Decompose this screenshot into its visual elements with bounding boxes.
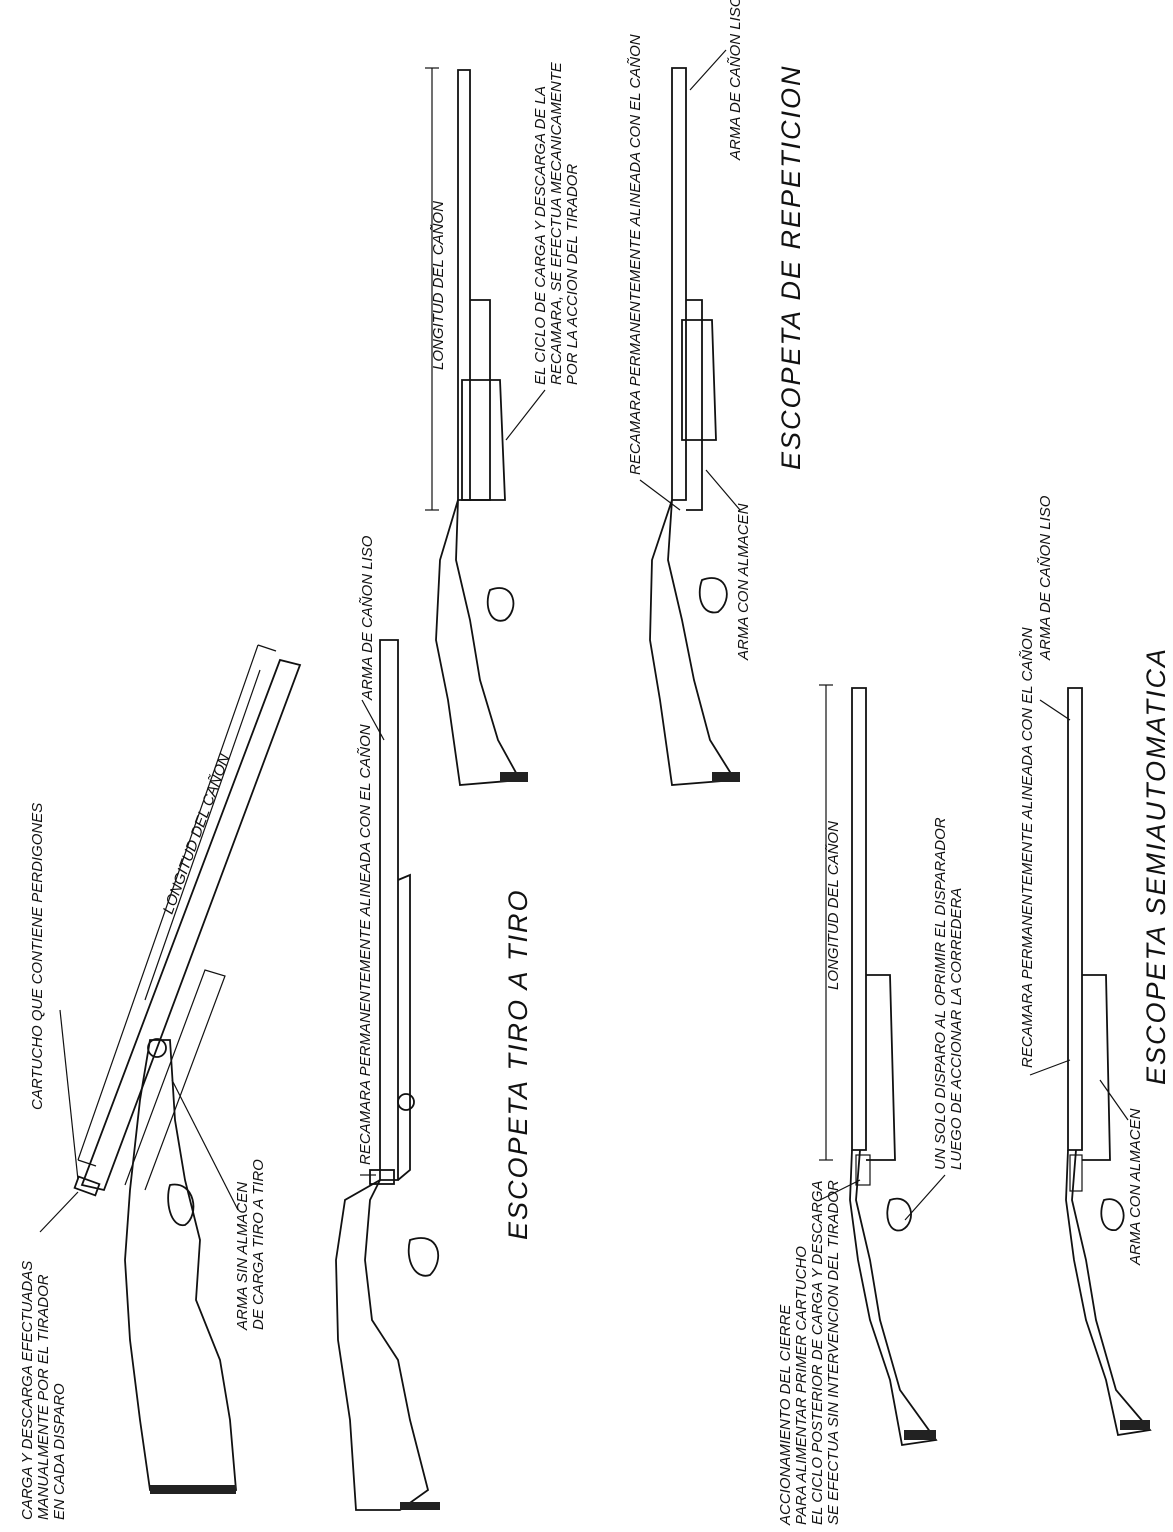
gun-semi-a [849, 687, 938, 1447]
title-tiro-a-tiro: ESCOPETA TIRO A TIRO [503, 888, 533, 1240]
label-almacen-semi: ARMA CON ALMACEN [1127, 1108, 1144, 1266]
leader-disparo [904, 1174, 946, 1221]
leader-accion [819, 1179, 861, 1201]
label-accionamiento: ACCIONAMIENTO DEL CIERRE PARA ALIMENTAR … [777, 1177, 842, 1526]
leader-liso-rep [689, 49, 727, 91]
leader-cartucho [59, 1009, 79, 1181]
label-ciclo-carga: EL CICLO DE CARGA Y DESCARGA DE LA RECAM… [532, 58, 581, 385]
leader-recamara-rep [639, 479, 681, 511]
label-recamara-rep: RECAMARA PERMANENTEMENTE ALINEADA CON EL… [627, 34, 644, 475]
label-liso-rep: ARMA DE CAÑON LISO [727, 0, 744, 161]
leader-liso-semi [1039, 699, 1071, 721]
gun-repeticion-a [435, 69, 528, 786]
gun-semi-b [1065, 687, 1152, 1437]
longitud-bracket-semi [819, 684, 833, 1161]
label-almacen-rep: ARMA CON ALMACEN [735, 503, 752, 661]
longitud-bracket-repeticion [425, 67, 439, 511]
title-semiautomatica: ESCOPETA SEMIAUTOMATICA [1141, 647, 1171, 1085]
leader-almacen-semi [1099, 1079, 1129, 1121]
leader-liso-tiro [361, 699, 385, 741]
gun-tiro-open [73, 658, 302, 1494]
title-repeticion: ESCOPETA DE REPETICION [776, 64, 806, 470]
gun-tiro-closed [335, 639, 440, 1511]
longitud-bracket-tiro [77, 644, 277, 1167]
label-recamara-semi: RECAMARA PERMANENTEMENTE ALINEADA CON EL… [1019, 627, 1036, 1068]
label-cartucho: CARTUCHO QUE CONTIENE PERDIGONES [29, 803, 46, 1110]
leader-almacen-rep [705, 469, 741, 511]
label-liso-semi: ARMA DE CAÑON LISO [1037, 495, 1054, 661]
leader-carga [39, 1191, 79, 1233]
label-longitud-tiro: LONGITUD DEL CAÑON [160, 752, 234, 917]
label-recamara-tiro: RECAMARA PERMANENTEMENTE ALINEADA CON EL… [357, 724, 374, 1165]
label-carga-efectuadas: CARGA Y DESCARGA EFECTUADAS MANUALMENTE … [19, 1257, 68, 1520]
label-longitud-repeticion: LONGITUD DEL CAÑON [430, 201, 447, 370]
leader-recamara-semi [1029, 1059, 1071, 1076]
label-arma-sin-almacen: ARMA SIN ALMACEN DE CARGA TIRO A TIRO [234, 1159, 267, 1331]
label-liso-tiro: ARMA DE CAÑON LISO [359, 535, 376, 701]
label-un-solo-disparo: UN SOLO DISPARO AL OPRIMIR EL DISPARADOR… [932, 813, 965, 1170]
gun-repeticion-b [649, 67, 740, 786]
leader-arma-sin [171, 1079, 239, 1211]
leader-ciclo [505, 389, 546, 441]
label-longitud-semi: LONGITUD DEL CAÑON [825, 821, 842, 990]
